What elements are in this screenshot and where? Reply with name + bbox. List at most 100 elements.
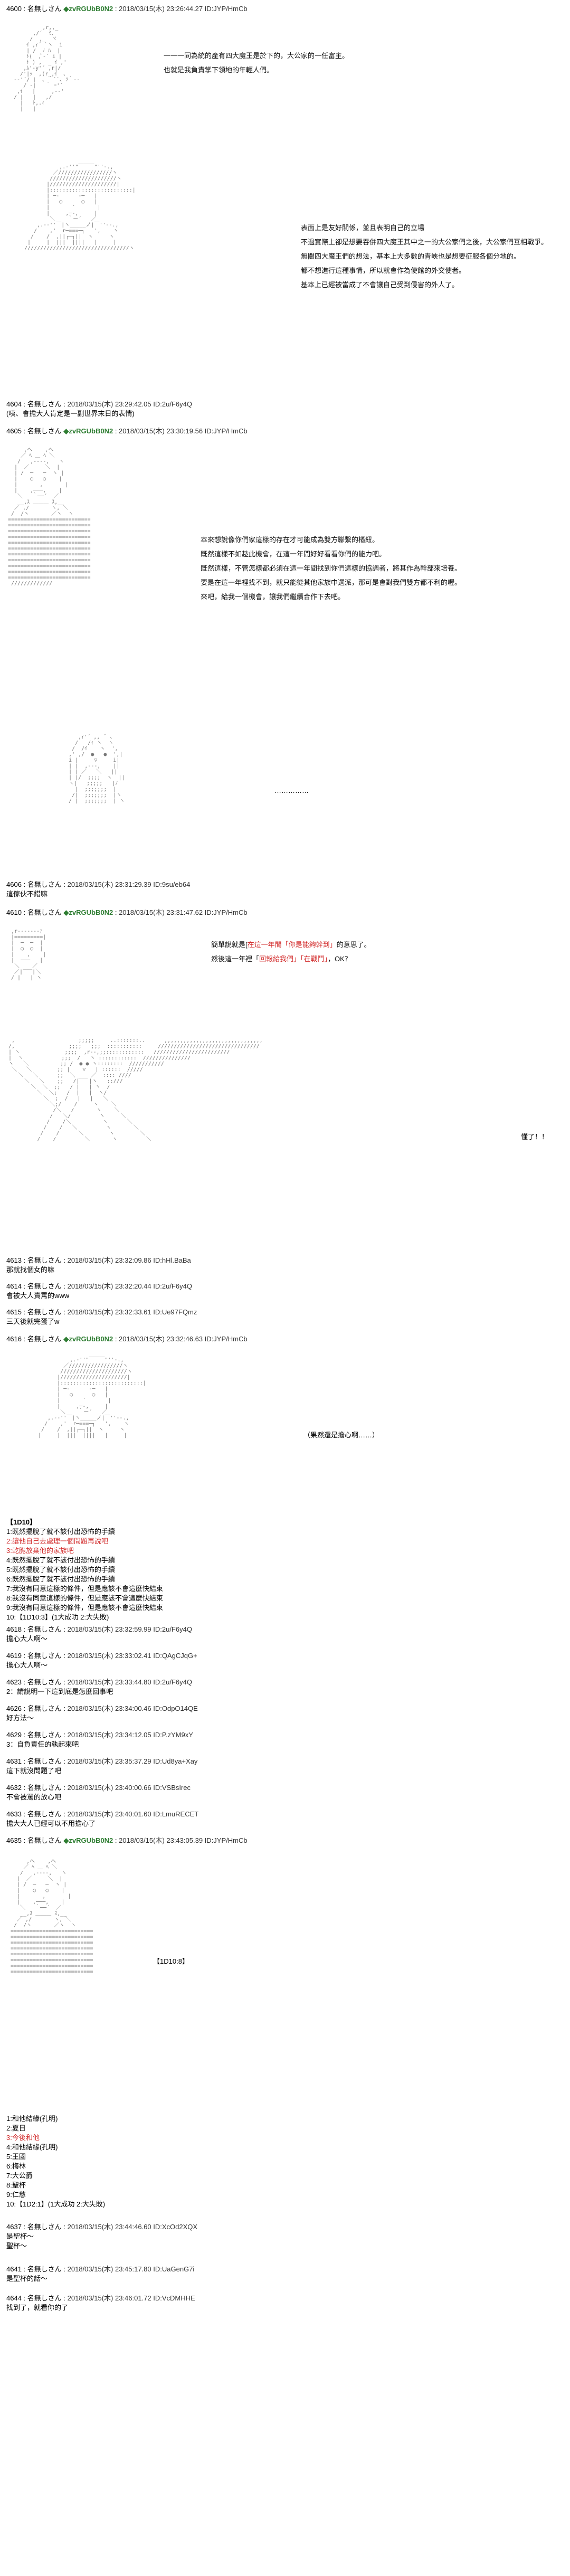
- post-4633: 4633 : 名無しさん : 2018/03/15(木) 23:40:01.60…: [6, 1810, 564, 1829]
- narration-block: 簡單說就是[在這一年間「你是能夠幹到」的意思了。 然後這一年裡「回報給我們」「在…: [211, 937, 559, 966]
- poster-name: 名無しさん: [27, 2265, 62, 2273]
- post-number[interactable]: 4605: [6, 427, 22, 435]
- post-number[interactable]: 4618: [6, 1625, 22, 1633]
- post-number[interactable]: 4631: [6, 1757, 22, 1765]
- poster-name: 名無しさん: [27, 5, 62, 13]
- post-number[interactable]: 4629: [6, 1731, 22, 1739]
- post-meta: 2018/03/15(木) 23:29:42.05 ID:2u/F6y4Q: [67, 400, 192, 408]
- vote-item: 4:既然擺脫了就不該付出恐怖的手續: [6, 1556, 115, 1564]
- post-header: 4616 : 名無しさん ◆zvRGUbB0N2 : 2018/03/15(木)…: [6, 1335, 248, 1343]
- post-4616: 4616 : 名無しさん ◆zvRGUbB0N2 : 2018/03/15(木)…: [6, 1334, 564, 1344]
- post-header: 4606 : 名無しさん : 2018/03/15(木) 23:31:29.39…: [6, 880, 191, 888]
- post-meta: 2018/03/15(木) 23:33:44.80 ID:2u/F6y4Q: [67, 1678, 192, 1686]
- post-body: 三天後就完蛋了w: [6, 1318, 60, 1325]
- narration-line: 簡單說就是[在這一年間「你是能夠幹到」的意思了。: [211, 941, 371, 949]
- post-header: 4619 : 名無しさん : 2018/03/15(木) 23:33:02.41…: [6, 1652, 197, 1660]
- poster-name: 名無しさん: [27, 1625, 62, 1633]
- post-number[interactable]: 4604: [6, 400, 22, 408]
- narration-line: 既然這樣，不管怎樣都必須在這一年間找到你們這樣的協調者，將其作為幹部來培養。: [201, 564, 462, 572]
- poster-name: 名無しさん: [27, 1757, 62, 1765]
- narration-line: 然後這一年裡「回報給我們」「在戰鬥」，OK？: [211, 955, 352, 963]
- post-number[interactable]: 4637: [6, 2223, 22, 2231]
- post-body: 擔心大人啊～: [6, 1635, 48, 1643]
- vote-item: 9:仁慈: [6, 2191, 26, 2199]
- post-header: 4633 : 名無しさん : 2018/03/15(木) 23:40:01.60…: [6, 1810, 199, 1818]
- post-4605: 4605 : 名無しさん ◆zvRGUbB0N2 : 2018/03/15(木)…: [6, 427, 564, 436]
- narration-line: 要是在這一年裡找不到，就只能從其他家族中選派，那可是會對我們雙方都不利的喔。: [201, 579, 462, 586]
- post-4604: 4604 : 名無しさん : 2018/03/15(木) 23:29:42.05…: [6, 400, 564, 419]
- post-body: 擔心大人啊～: [6, 1661, 48, 1669]
- post-meta: 2018/03/15(木) 23:32:59.99 ID:2u/F6y4Q: [67, 1625, 192, 1633]
- post-number[interactable]: 4614: [6, 1282, 22, 1290]
- post-meta: 2018/03/15(木) 23:43:05.39 ID:JYP/HmCb: [119, 1836, 248, 1844]
- post-meta: 2018/03/15(木) 23:31:29.39 ID:9su/eb64: [67, 880, 191, 888]
- post-header: 4626 : 名無しさん : 2018/03/15(木) 23:34:00.46…: [6, 1704, 198, 1712]
- post-number[interactable]: 4610: [6, 908, 22, 916]
- post-body: 這傢伙不錯嘛: [6, 890, 48, 898]
- post-number[interactable]: 4600: [6, 5, 22, 13]
- post-meta: 2018/03/15(木) 23:40:00.66 ID:VSBsIrec: [67, 1784, 191, 1792]
- post-number[interactable]: 4632: [6, 1784, 22, 1792]
- post-number[interactable]: 4623: [6, 1678, 22, 1686]
- post-number[interactable]: 4635: [6, 1836, 22, 1844]
- post-number[interactable]: 4615: [6, 1308, 22, 1316]
- post-number[interactable]: 4613: [6, 1256, 22, 1264]
- vote-item: 2:夏日: [6, 2124, 26, 2132]
- post-number[interactable]: 4606: [6, 880, 22, 888]
- post-4623: 4623 : 名無しさん : 2018/03/15(木) 23:33:44.80…: [6, 1678, 564, 1697]
- post-number[interactable]: 4633: [6, 1810, 22, 1818]
- ascii-art-face: ,r,,_ ,/´ ﾐ､ / ,_ ヾ ｲ ,ｨ´ `ヽ i | / ﾉ ﾊ |…: [14, 25, 80, 112]
- post-header: 4635 : 名無しさん ◆zvRGUbB0N2 : 2018/03/15(木)…: [6, 1836, 248, 1844]
- narration-block: 本來想說像你們家這樣的存在才可能成為雙方聯繫的樞紐。 既然這樣不如趁此機會，在這…: [201, 533, 565, 604]
- post-number[interactable]: 4626: [6, 1704, 22, 1712]
- post-body: 好方法～: [6, 1714, 34, 1722]
- post-header: 4641 : 名無しさん : 2018/03/15(木) 23:45:17.80…: [6, 2265, 195, 2273]
- post-header: 4605 : 名無しさん ◆zvRGUbB0N2 : 2018/03/15(木)…: [6, 427, 248, 435]
- narration-line: 不過實際上卻是想要吞併四大魔王其中之一的大公家們之後，大公家們互相戰爭。: [301, 238, 548, 246]
- poster-name: 名無しさん: [27, 400, 62, 408]
- post-4606: 4606 : 名無しさん : 2018/03/15(木) 23:31:29.39…: [6, 880, 564, 899]
- poster-trip: ◆zvRGUbB0N2: [63, 5, 113, 13]
- narration-line: 既然這樣不如趁此機會，在這一年間好好看看你們的能力吧。: [201, 550, 386, 558]
- poster-trip: ◆zvRGUbB0N2: [63, 908, 113, 916]
- vote-item: 5:王國: [6, 2153, 26, 2161]
- vote-item: 3:今後和他: [6, 2134, 40, 2142]
- post-4600: 4600 : 名無しさん ◆zvRGUbB0N2 : 2018/03/15(木)…: [6, 4, 564, 14]
- post-number[interactable]: 4641: [6, 2265, 22, 2273]
- post-number[interactable]: 4616: [6, 1335, 22, 1343]
- vote-item: 6:梅林: [6, 2162, 26, 2170]
- poster-name: 名無しさん: [27, 1335, 62, 1343]
- post-4635: 4635 : 名無しさん ◆zvRGUbB0N2 : 2018/03/15(木)…: [6, 1836, 564, 1845]
- understood-text: 懂了！！: [521, 1133, 549, 1141]
- post-4619: 4619 : 名無しさん : 2018/03/15(木) 23:33:02.41…: [6, 1651, 564, 1670]
- post-meta: 2018/03/15(木) 23:46:01.72 ID:VcDMHHE: [67, 2294, 195, 2302]
- poster-name: 名無しさん: [27, 1784, 62, 1792]
- ascii-art-girl: ,ｨ'´ ,, ﾞ ､ / /ｨ ヽ ヽ / /ｲ ヽ ', ,' ,/ ● ●…: [69, 734, 125, 804]
- poster-name: 名無しさん: [27, 2223, 62, 2231]
- narration-line: 都不想進行這種事情，所以就會作為使館的外交使者。: [301, 267, 466, 274]
- post-meta: 2018/03/15(木) 23:44:46.60 ID:XcOd2XQX: [67, 2223, 198, 2231]
- post-body: 2：請說明一下這到底是怎麼回事吧: [6, 1688, 113, 1696]
- narration-line: 也就是我負責掌下領地的年輕人們。: [164, 66, 274, 74]
- post-header: 4613 : 名無しさん : 2018/03/15(木) 23:32:09.86…: [6, 1256, 191, 1264]
- narration-line: 基本上已經被當成了不會讓自己受到侵害的外人了。: [301, 281, 459, 289]
- post-number[interactable]: 4619: [6, 1652, 22, 1660]
- poster-name: 名無しさん: [27, 1731, 62, 1739]
- post-4614: 4614 : 名無しさん : 2018/03/15(木) 23:32:20.44…: [6, 1282, 564, 1301]
- vote-title: 【1D10】: [6, 1518, 37, 1526]
- ascii-art-horned-figure: ,ヘ ,ヘ ／ ﾍ ＿ ﾍ ＼ / ,-‐‐-, ヽ | ／ ＼ | | / ─…: [8, 447, 91, 586]
- post-header: 4614 : 名無しさん : 2018/03/15(木) 23:32:20.44…: [6, 1282, 192, 1290]
- ascii-art-action-scene: , ;;;;; ..:::::::.. ,,,,,,,,,,,,,,,,,,,,…: [8, 1038, 263, 1142]
- poster-name: 名無しさん: [27, 1282, 62, 1290]
- poster-name: 名無しさん: [27, 908, 62, 916]
- poster-name: 名無しさん: [27, 1256, 62, 1264]
- vote-item: 1:和他結緣(孔明): [6, 2115, 58, 2123]
- post-meta: 2018/03/15(木) 23:32:09.86 ID:hHl.BaBa: [67, 1256, 191, 1264]
- thought-ellipsis: ……………: [274, 787, 309, 794]
- post-header: 4604 : 名無しさん : 2018/03/15(木) 23:29:42.05…: [6, 400, 192, 408]
- post-4629: 4629 : 名無しさん : 2018/03/15(木) 23:34:12.05…: [6, 1730, 564, 1749]
- post-header: 4618 : 名無しさん : 2018/03/15(木) 23:32:59.99…: [6, 1625, 192, 1633]
- post-number[interactable]: 4644: [6, 2294, 22, 2302]
